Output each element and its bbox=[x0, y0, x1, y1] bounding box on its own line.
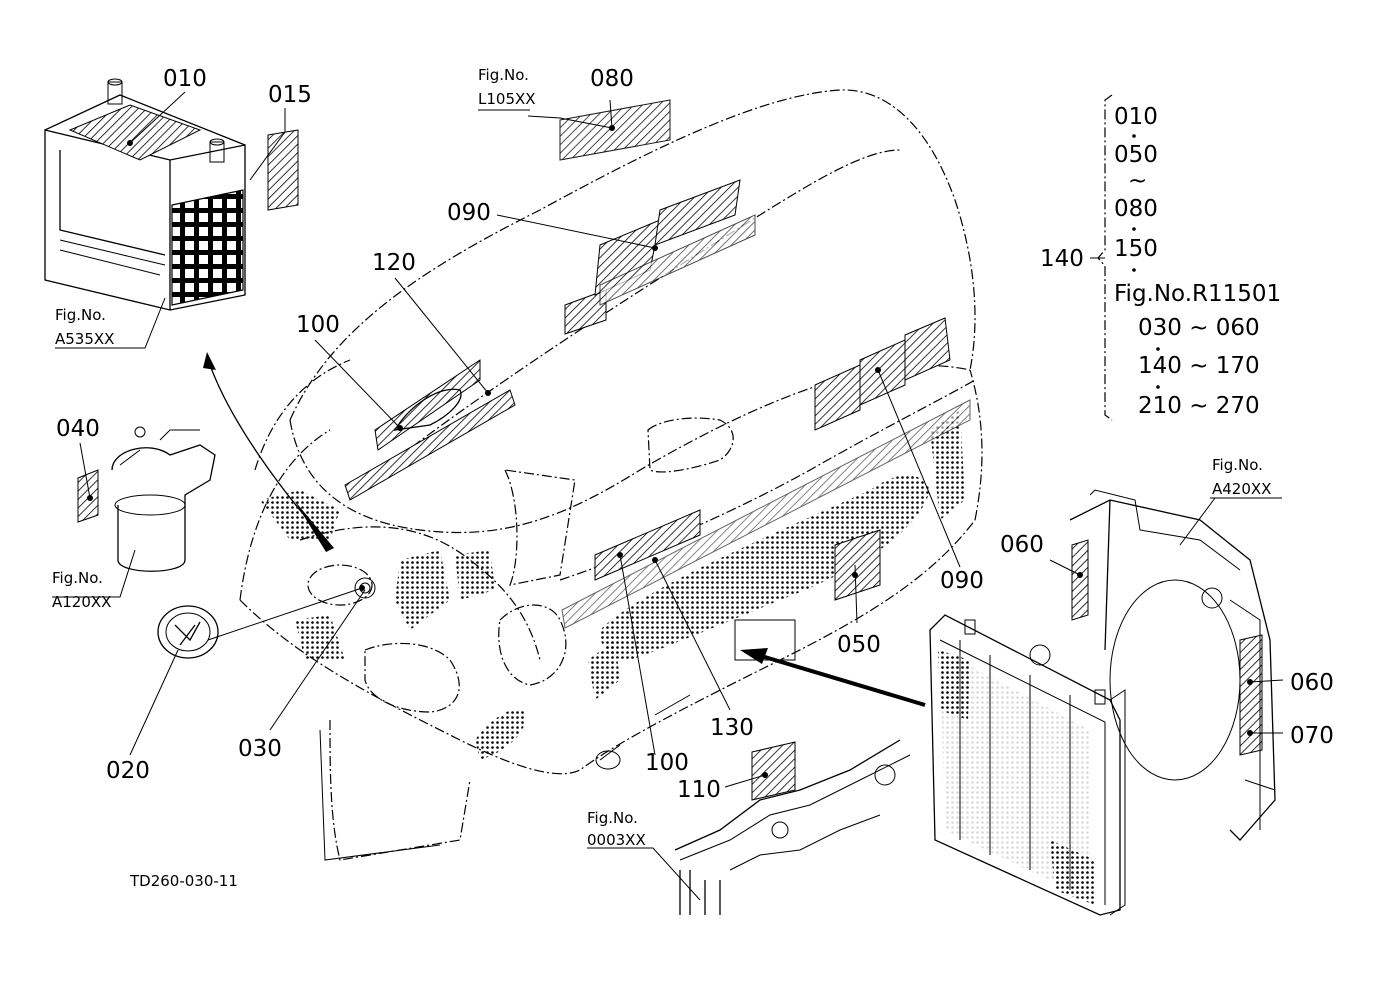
figref-a420-top: Fig.No. bbox=[1212, 456, 1263, 474]
set-list-line-1: 010 bbox=[1114, 104, 1158, 130]
label-130: 130 bbox=[710, 715, 754, 741]
label-070: 070 bbox=[1290, 723, 1334, 749]
figref-a535-bottom: A535XX bbox=[55, 330, 114, 348]
label-060a: 060 bbox=[1000, 532, 1044, 558]
set-list-brace bbox=[1097, 94, 1113, 421]
engine-block bbox=[674, 739, 911, 915]
set-list-line-3: ~ bbox=[1128, 168, 1147, 194]
set-list: 010 050 ~ 080 150 Fig.No.R11501 030 ~ 06… bbox=[1114, 104, 1281, 419]
label-040: 040 bbox=[56, 416, 100, 442]
part-labels: 010 015 080 090 120 100 040 020 030 100 … bbox=[56, 66, 1334, 803]
figref-l105-top: Fig.No. bbox=[478, 66, 529, 84]
leader-dots bbox=[87, 125, 1253, 778]
set-list-line-4: 080 bbox=[1114, 196, 1158, 222]
radiator bbox=[929, 614, 1126, 916]
figref-a120-top: Fig.No. bbox=[52, 569, 103, 587]
grille-areas bbox=[260, 410, 965, 760]
set-list-line-5: 150 bbox=[1114, 236, 1158, 262]
hood-assembly bbox=[239, 89, 983, 861]
set-list-line-2: 050 bbox=[1114, 142, 1158, 168]
set-list-line-6: Fig.No.R11501 bbox=[1114, 281, 1281, 307]
drawing-code: TD260-030-11 bbox=[129, 872, 238, 890]
cap bbox=[157, 605, 219, 659]
figure-references: Fig.No. L105XX Fig.No. A535XX Fig.No. A1… bbox=[52, 66, 1271, 849]
label-090a: 090 bbox=[447, 200, 491, 226]
leader-lines bbox=[52, 91, 1284, 901]
figref-a535-top: Fig.No. bbox=[55, 306, 106, 324]
label-120: 120 bbox=[372, 250, 416, 276]
label-010: 010 bbox=[163, 66, 207, 92]
set-list-line-7: 030 ~ 060 bbox=[1138, 315, 1260, 341]
arrows bbox=[203, 352, 926, 707]
label-015: 015 bbox=[268, 82, 312, 108]
label-100a: 100 bbox=[296, 312, 340, 338]
fan-shroud bbox=[1069, 489, 1276, 841]
label-140: 140 bbox=[1040, 246, 1084, 272]
fuel-filter bbox=[77, 426, 216, 572]
hood-handle bbox=[393, 388, 462, 431]
label-080: 080 bbox=[590, 66, 634, 92]
label-020: 020 bbox=[106, 758, 150, 784]
figref-l105-bottom: L105XX bbox=[478, 90, 536, 108]
set-list-line-8: 140 ~ 170 bbox=[1138, 353, 1260, 379]
figref-a120-bottom: A120XX bbox=[52, 593, 111, 611]
label-110: 110 bbox=[677, 777, 721, 803]
figref-0003-bottom: 0003XX bbox=[587, 831, 646, 849]
label-060b: 060 bbox=[1290, 670, 1334, 696]
set-list-line-9: 210 ~ 270 bbox=[1138, 393, 1260, 419]
figref-a420-bottom: A420XX bbox=[1212, 480, 1271, 498]
label-050: 050 bbox=[837, 632, 881, 658]
figref-0003-top: Fig.No. bbox=[587, 809, 638, 827]
label-030: 030 bbox=[238, 736, 282, 762]
battery bbox=[44, 78, 299, 311]
label-090b: 090 bbox=[940, 568, 984, 594]
label-100b: 100 bbox=[645, 750, 689, 776]
